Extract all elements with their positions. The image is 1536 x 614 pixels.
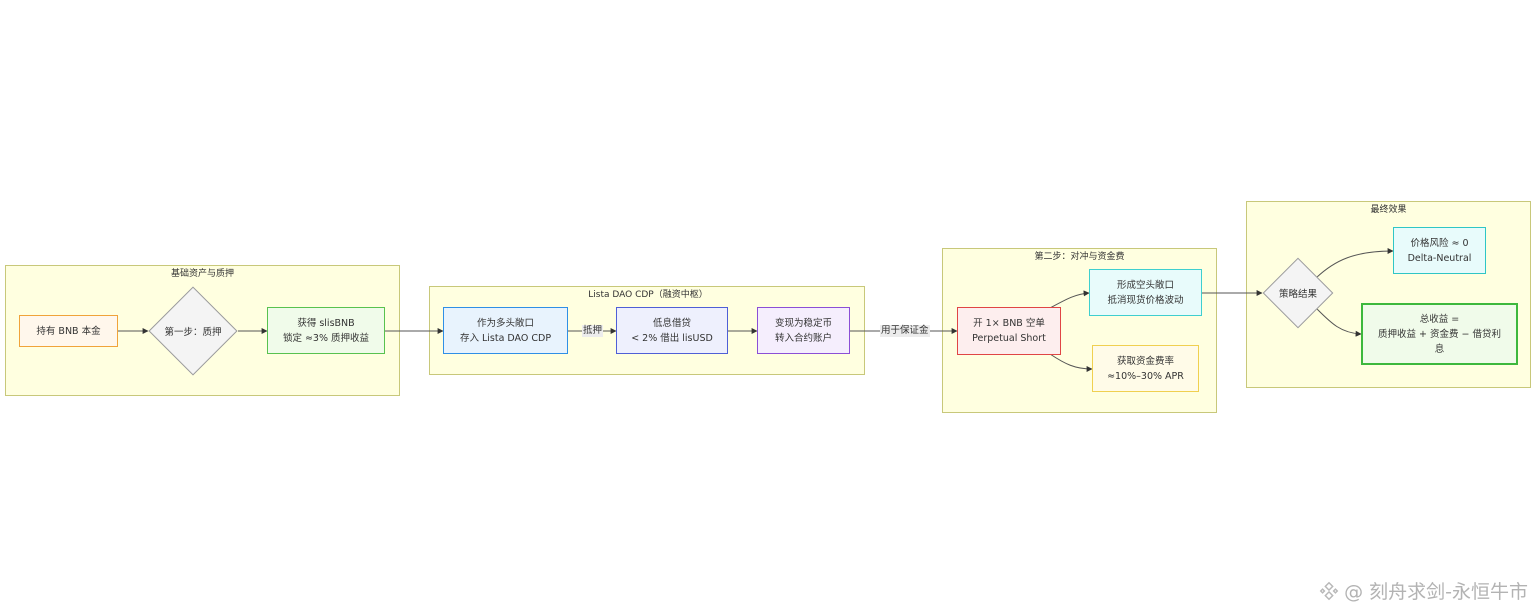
- cluster-title-base: 基础资产与质押: [170, 269, 234, 279]
- node-deposit-cdp: 作为多头敞口 存入 Lista DAO CDP: [443, 307, 568, 354]
- edge-strategy-to-risk: [1315, 248, 1394, 279]
- node-hedge-position: 形成空头敞口 抵消现货价格波动: [1089, 269, 1202, 316]
- edge-short-to-hedgepos: [1049, 290, 1090, 309]
- node-price-risk: 价格风险 ≈ 0 Delta-Neutral: [1393, 227, 1486, 274]
- node-short-line2: Perpetual Short: [972, 333, 1046, 344]
- cluster-title-cdp: Lista DAO CDP（融资中枢）: [588, 290, 708, 300]
- node-open-short: 开 1× BNB 空单 Perpetual Short: [957, 307, 1061, 355]
- node-hold-bnb: 持有 BNB 本金: [19, 315, 118, 347]
- node-slisbnb-line2: 锁定 ≈3% 质押收益: [282, 332, 370, 344]
- node-borrow-line2: < 2% 借出 lisUSD: [631, 332, 713, 344]
- watermark: @ 刻舟求剑-永恒牛市: [1318, 577, 1528, 604]
- node-hedgepos-line1: 形成空头敞口: [1116, 279, 1174, 291]
- node-borrow-line1: 低息借贷: [652, 317, 691, 329]
- node-risk-line1: 价格风险 ≈ 0: [1410, 237, 1469, 249]
- node-short-line1: 开 1× BNB 空单: [973, 318, 1045, 329]
- edge-label-collateral: 抵押: [582, 325, 604, 337]
- node-convert-line1: 变现为稳定币: [774, 317, 832, 329]
- binance-logo-icon: [1319, 581, 1339, 600]
- node-total-line3: 息: [1434, 343, 1445, 355]
- decision-strategy-result: 策略结果: [1262, 257, 1334, 329]
- edge-short-to-funding: [1049, 353, 1093, 372]
- node-total-line2: 质押收益 + 资金费 − 借贷利: [1378, 328, 1501, 340]
- node-total-line1: 总收益 =: [1419, 313, 1460, 325]
- cluster-title-hedge: 第二步：对冲与资金费: [1034, 252, 1125, 262]
- node-funding-line1: 获取资金费率: [1116, 355, 1174, 367]
- edge-label-margin: 用于保证金: [880, 325, 930, 337]
- watermark-text: @ 刻舟求剑-永恒牛市: [1344, 581, 1528, 603]
- edge-strategy-to-total: [1315, 307, 1362, 337]
- node-slisbnb-line1: 获得 slisBNB: [297, 317, 355, 329]
- node-hold-bnb-text: 持有 BNB 本金: [36, 325, 101, 337]
- node-risk-line2: Delta-Neutral: [1407, 252, 1472, 264]
- decision-stake: 第一步：质押: [148, 286, 238, 376]
- node-total-return: 总收益 = 质押收益 + 资金费 − 借贷利 息: [1361, 303, 1518, 365]
- node-convert-line2: 转入合约账户: [774, 332, 832, 344]
- decision-strategy-label: 策略结果: [1278, 289, 1317, 300]
- cluster-title-result: 最终效果: [1370, 205, 1407, 215]
- node-hedgepos-line2: 抵消现货价格波动: [1107, 294, 1184, 306]
- node-slisbnb: 获得 slisBNB 锁定 ≈3% 质押收益: [267, 307, 385, 354]
- node-convert-stablecoin: 变现为稳定币 转入合约账户: [757, 307, 850, 354]
- node-funding-rate: 获取资金费率 ≈10%–30% APR: [1092, 345, 1199, 392]
- decision-stake-label: 第一步：质押: [164, 327, 222, 338]
- node-borrow: 低息借贷 < 2% 借出 lisUSD: [616, 307, 728, 354]
- node-deposit-line1: 作为多头敞口: [476, 317, 534, 329]
- node-funding-line2: ≈10%–30% APR: [1107, 370, 1184, 382]
- node-deposit-line2: 存入 Lista DAO CDP: [459, 332, 552, 344]
